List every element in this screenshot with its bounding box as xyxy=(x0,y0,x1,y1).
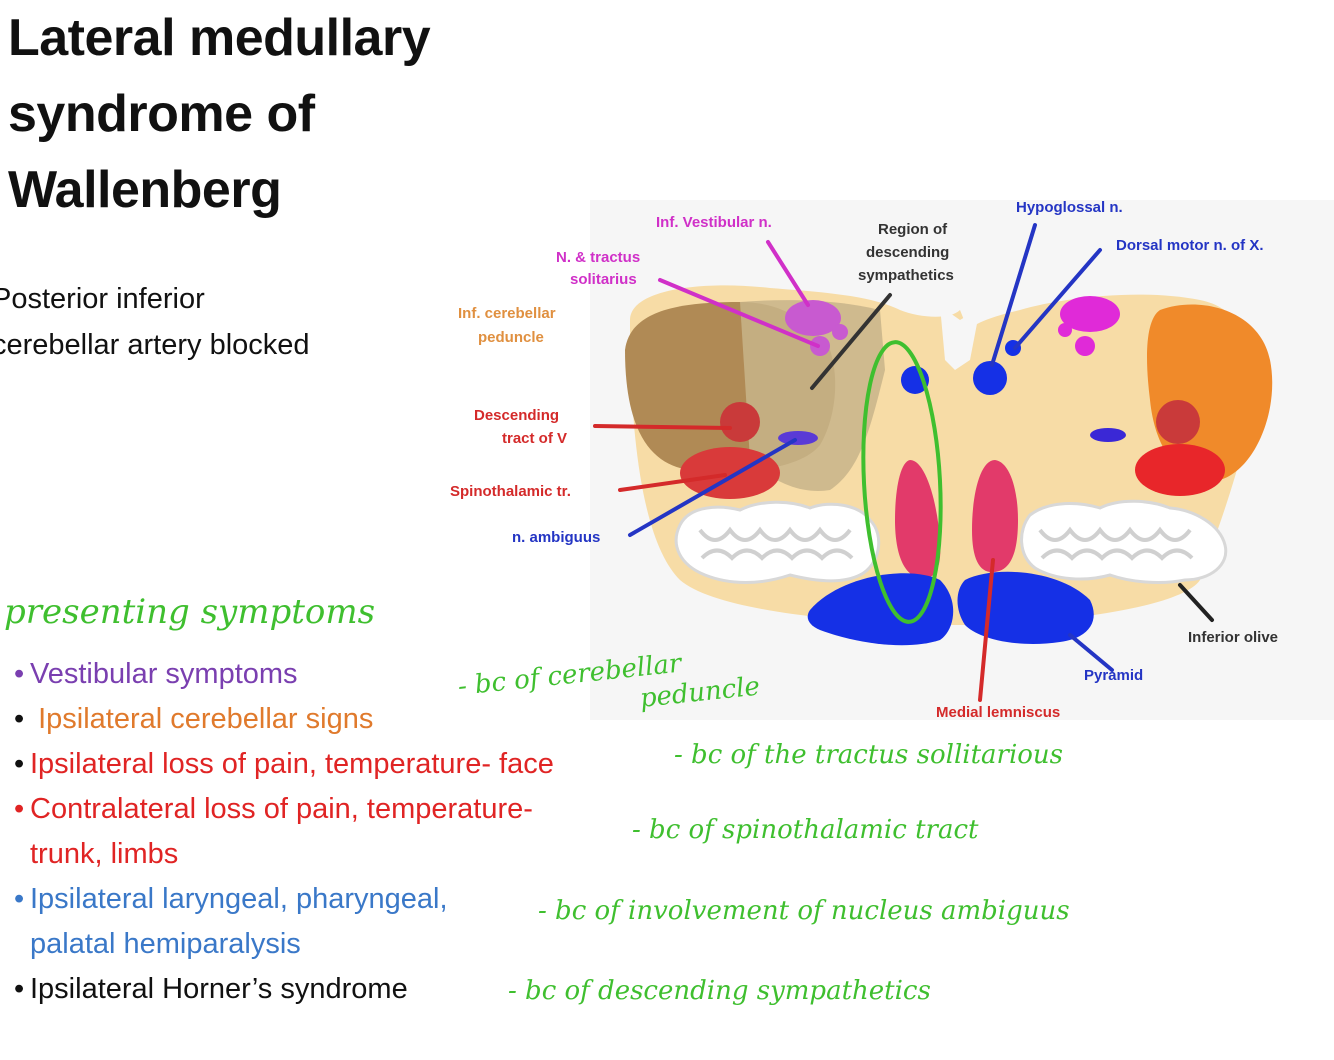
leader-dorsal-motor xyxy=(1013,248,1102,350)
label-spinothalamic: Spinothalamic tr. xyxy=(450,483,571,500)
leader-vestibular xyxy=(766,240,810,307)
symptom-text: Ipsilateral cerebellar signs xyxy=(38,703,374,735)
title-line-1: Lateral medullary xyxy=(8,9,431,67)
symptom-text: Vestibular symptoms xyxy=(30,658,298,690)
label-pyramid: Pyramid xyxy=(1084,667,1143,684)
symptom-text: Ipsilateral laryngeal, pharyngeal, xyxy=(30,883,448,915)
symptom-laryngeal: •Ipsilateral laryngeal, pharyngeal, xyxy=(14,877,554,922)
bullet: • xyxy=(14,748,25,780)
symptom-text: Ipsilateral loss of pain, temperature- f… xyxy=(30,748,554,780)
medulla-diagram: Inf. Vestibular n. N. & tractus solitari… xyxy=(450,199,1334,721)
label-dorsal-motor: Dorsal motor n. of X. xyxy=(1116,237,1264,254)
handwritten-heading: presenting symptoms xyxy=(4,592,376,632)
label-sympathetics-3: sympathetics xyxy=(858,267,954,284)
symptom-text-2: trunk, limbs xyxy=(30,838,179,870)
ambiguus-right xyxy=(1090,428,1126,442)
leader-hypoglossal xyxy=(990,223,1037,367)
vestibular-nucleus-left xyxy=(785,300,841,336)
symptom-vestibular: •Vestibular symptoms xyxy=(14,652,554,697)
label-solitarius-1: N. & tractus xyxy=(556,249,640,266)
label-medial-lemniscus: Medial lemniscus xyxy=(936,704,1060,721)
hypoglossal-right xyxy=(973,361,1007,395)
note-trunk: - bc of spinothalamic tract xyxy=(632,815,979,845)
leader-solitarius xyxy=(658,278,820,348)
inferior-olive-right-folds xyxy=(1038,526,1194,561)
lateral-region-overlay xyxy=(740,300,885,491)
symptom-trunk: •Contralateral loss of pain, temperature… xyxy=(14,787,554,832)
symptom-text: Contralateral loss of pain, temperature- xyxy=(30,793,533,825)
leader-sympathetics xyxy=(810,293,892,390)
page-title: Lateral medullary syndrome of Wallenberg xyxy=(8,0,431,228)
label-inf-cerebellar-1: Inf. cerebellar xyxy=(458,305,556,322)
bullet: • xyxy=(14,973,25,1005)
subtitle-line-1: Posterior inferior xyxy=(0,283,205,315)
label-inf-cerebellar-2: peduncle xyxy=(478,329,544,346)
leader-lemniscus xyxy=(978,558,995,702)
symptom-text-2: palatal hemiparalysis xyxy=(30,928,301,960)
inferior-olive-left-folds xyxy=(698,526,854,561)
inferior-olive-left xyxy=(674,500,881,584)
leader-descending xyxy=(593,424,732,430)
leader-olive xyxy=(1178,583,1214,622)
bullet: • xyxy=(14,703,25,735)
leader-pyramid xyxy=(1068,633,1114,672)
annotation-ellipse xyxy=(861,340,943,624)
symptom-list: •Vestibular symptoms • Ipsilateral cereb… xyxy=(14,652,554,1012)
inferior-olive-right xyxy=(1020,499,1228,584)
symptom-laryngeal-line-2: palatal hemiparalysis xyxy=(14,922,554,967)
symptom-horner: •Ipsilateral Horner’s syndrome xyxy=(14,967,554,1012)
note-laryngeal: - bc of involvement of nucleus ambiguus xyxy=(538,896,1070,926)
label-inferior-olive: Inferior olive xyxy=(1188,629,1278,646)
tractus-solitarius-left-2 xyxy=(832,324,848,340)
label-descending-1: Descending xyxy=(474,407,559,424)
title-line-2: syndrome of xyxy=(8,85,315,143)
bullet: • xyxy=(14,793,25,825)
leader-spinothalamic xyxy=(618,473,727,492)
descending-tract-v-right xyxy=(1156,400,1200,444)
subtitle-line-2: cerebellar artery blocked xyxy=(0,329,310,361)
diagram-labels: Inf. Vestibular n. N. & tractus solitari… xyxy=(450,199,1278,721)
label-solitarius-2: solitarius xyxy=(570,271,637,288)
spinothalamic-right xyxy=(1135,444,1225,496)
dorsal-notch xyxy=(940,306,980,370)
note-horner: - bc of descending sympathetics xyxy=(508,976,931,1006)
title-line-3: Wallenberg xyxy=(8,161,282,219)
leader-lines xyxy=(593,223,1214,702)
medial-lemniscus-left xyxy=(895,460,941,579)
symptom-text: Ipsilateral Horner’s syndrome xyxy=(30,973,408,1005)
label-descending-2: tract of V xyxy=(502,430,567,447)
spinothalamic-left xyxy=(680,447,780,499)
bullet: • xyxy=(14,658,25,690)
ambiguus-left xyxy=(778,431,818,445)
label-ambiguus: n. ambiguus xyxy=(512,529,600,546)
vestibular-nucleus-right xyxy=(1060,296,1120,332)
medial-lemniscus-right xyxy=(972,460,1018,573)
label-sympathetics-2: descending xyxy=(866,244,949,261)
label-sympathetics-1: Region of xyxy=(878,221,948,238)
pyramid-left xyxy=(807,573,954,646)
note-face: - bc of the tractus sollitarious xyxy=(674,740,1064,770)
tractus-solitarius-right-2 xyxy=(1058,323,1072,337)
tractus-solitarius-right xyxy=(1075,336,1095,356)
label-inf-vestibular: Inf. Vestibular n. xyxy=(656,214,772,231)
symptom-trunk-line-2: trunk, limbs xyxy=(14,832,554,877)
leader-ambiguus xyxy=(628,438,797,537)
bullet: • xyxy=(14,883,25,915)
label-hypoglossal: Hypoglossal n. xyxy=(1016,199,1123,216)
descending-tract-v-left xyxy=(720,402,760,442)
subtitle: Posterior inferior cerebellar artery blo… xyxy=(0,276,310,368)
symptom-cerebellar: • Ipsilateral cerebellar signs xyxy=(14,697,554,742)
symptom-face: •Ipsilateral loss of pain, temperature- … xyxy=(14,742,554,787)
